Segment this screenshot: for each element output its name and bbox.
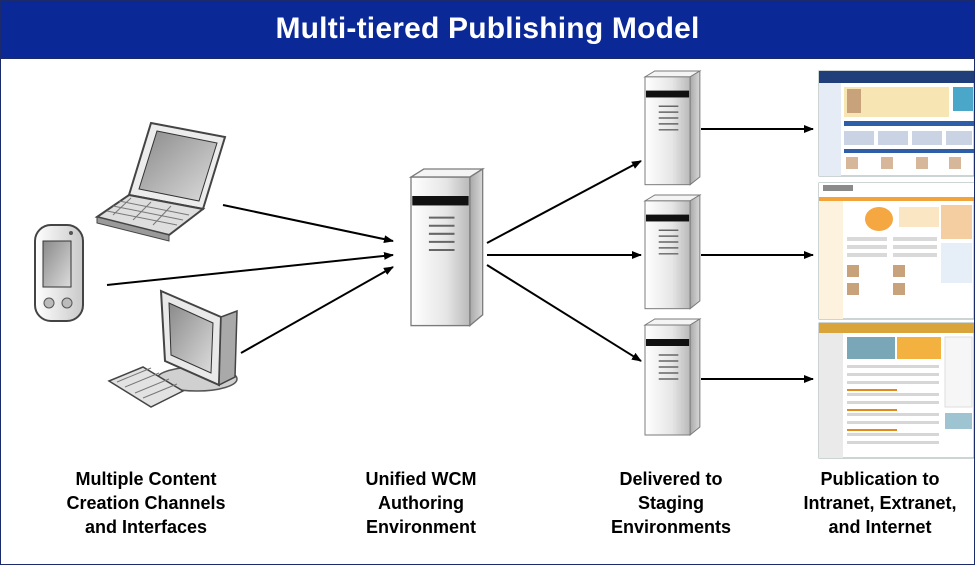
caption-line: Unified WCM	[365, 469, 477, 489]
title-bar: Multi-tiered Publishing Model	[1, 1, 974, 59]
internet-site-screenshot	[818, 322, 974, 459]
caption-line: Authoring	[378, 493, 464, 513]
caption-line: Creation Channels	[66, 493, 226, 513]
publish-arrows	[701, 125, 814, 383]
caption-line: Environment	[365, 517, 476, 537]
staging-server-icon	[644, 194, 701, 310]
caption-line: Delivered to	[619, 469, 723, 489]
extranet-site-screenshot	[818, 182, 974, 320]
laptop-icon	[94, 121, 227, 242]
caption-authoring: Unified WCM Authoring Environment	[331, 467, 511, 539]
intranet-site-screenshot	[818, 70, 974, 177]
staging-server-icon	[644, 318, 701, 436]
caption-line: and Interfaces	[84, 517, 208, 537]
caption-line: Multiple Content	[75, 469, 217, 489]
caption-content-creation: Multiple Content Creation Channels and I…	[31, 467, 261, 539]
caption-line: Staging	[638, 493, 704, 513]
caption-publication: Publication to Intranet, Extranet, and I…	[787, 467, 973, 539]
desktop-icon	[107, 289, 238, 408]
authoring-server-icon	[409, 167, 484, 327]
caption-line: Intranet, Extranet,	[803, 493, 957, 513]
caption-line: Publication to	[820, 469, 940, 489]
staging-server-icon	[644, 70, 701, 186]
page-title: Multi-tiered Publishing Model	[275, 12, 700, 45]
caption-line: and Internet	[828, 517, 932, 537]
caption-staging: Delivered to Staging Environments	[581, 467, 761, 539]
pda-icon	[34, 224, 84, 322]
input-arrows	[106, 204, 394, 354]
delivery-arrows	[486, 160, 642, 362]
caption-line: Environments	[610, 517, 732, 537]
